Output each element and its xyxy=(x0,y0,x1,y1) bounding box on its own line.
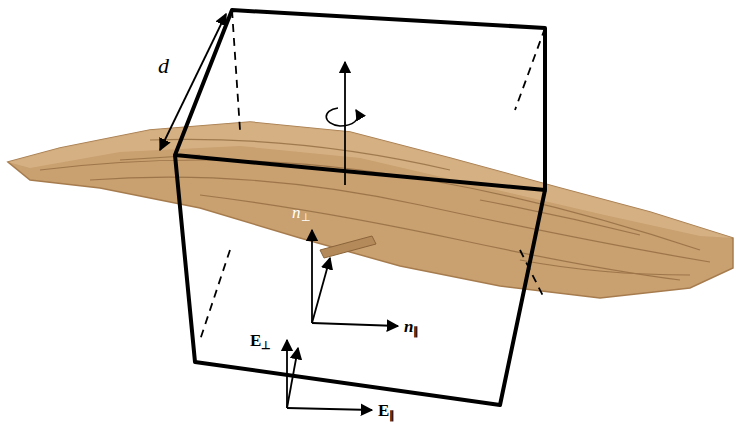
index-axes xyxy=(312,230,398,326)
thickness-arrow xyxy=(160,14,226,150)
rotation-arrow xyxy=(326,108,358,126)
field-axes xyxy=(287,340,372,410)
rotation-axis xyxy=(344,62,346,185)
sample-box xyxy=(175,10,545,405)
field-label: E⊥ xyxy=(250,332,271,351)
wood-sample xyxy=(8,122,733,298)
field-label: E∥ xyxy=(378,402,395,421)
axis-label: n⊥ xyxy=(292,204,311,223)
axis-label: n∥ xyxy=(404,318,419,337)
thickness-label: d xyxy=(158,55,169,77)
